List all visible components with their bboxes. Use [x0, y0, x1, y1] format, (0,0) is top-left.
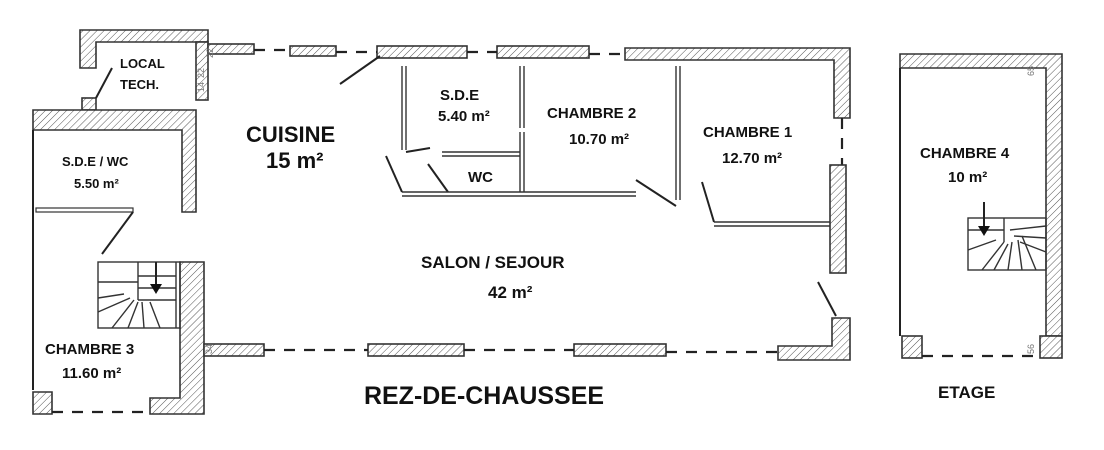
dim-14: 14: [196, 82, 206, 92]
dim-56: 56: [1026, 344, 1036, 354]
left-wing-walls: [32, 109, 205, 415]
area-chambre4: 10 m²: [948, 169, 987, 186]
local-tech-walls: [79, 29, 209, 111]
dim-34: 34: [204, 344, 214, 354]
label-chambre1: CHAMBRE 1: [703, 124, 792, 141]
area-chambre2: 10.70 m²: [569, 131, 629, 148]
stair-ground: [97, 261, 181, 329]
area-sde-wc: 5.50 m²: [74, 176, 119, 191]
area-salon: 42 m²: [488, 283, 533, 302]
label-wc: WC: [468, 169, 493, 186]
right-facade: [777, 118, 851, 361]
interior-partitions: [385, 66, 834, 227]
upper-floor: 65 56 CHAMBRE 4 10 m² ETAGE: [899, 53, 1063, 402]
dim-22a: 22: [205, 48, 215, 58]
label-cuisine: CUISINE: [246, 122, 335, 147]
area-sde: 5.40 m²: [438, 108, 490, 125]
bottom-facade: [203, 343, 778, 357]
title-upper-floor: ETAGE: [938, 383, 995, 402]
ground-floor: 22 22 14 34 LOCAL TECH. S.D.E / WC 5.50 …: [32, 29, 851, 415]
label-local-tech-1: LOCAL: [120, 56, 165, 71]
stair-upper: [967, 202, 1047, 271]
label-chambre4: CHAMBRE 4: [920, 145, 1010, 162]
label-salon: SALON / SEJOUR: [421, 253, 565, 272]
dim-65: 65: [1026, 66, 1036, 76]
label-sde: S.D.E: [440, 87, 479, 104]
dim-22b: 22: [196, 68, 206, 78]
label-chambre2: CHAMBRE 2: [547, 105, 636, 122]
label-local-tech-2: TECH.: [120, 77, 159, 92]
label-chambre3: CHAMBRE 3: [45, 341, 134, 358]
area-chambre3: 11.60 m²: [62, 365, 121, 382]
label-sde-wc: S.D.E / WC: [62, 154, 129, 169]
title-ground-floor: REZ-DE-CHAUSSEE: [364, 382, 604, 410]
area-chambre1: 12.70 m²: [722, 150, 782, 167]
top-facade: [207, 43, 851, 119]
area-cuisine: 15 m²: [266, 148, 323, 173]
